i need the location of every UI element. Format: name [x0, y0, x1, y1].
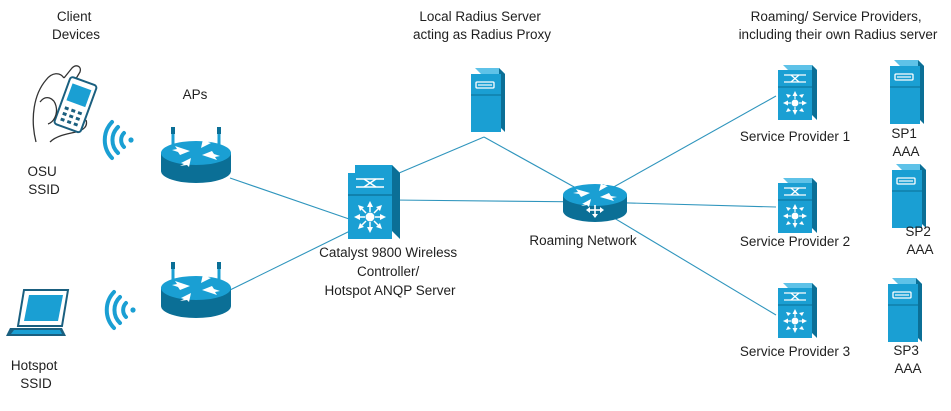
sp2-aaa-label: SP2 AAA — [905, 224, 934, 257]
link-wlc-roaming — [391, 199, 595, 203]
aps-label: APs — [183, 87, 208, 102]
wireless-router-icon — [159, 125, 233, 185]
roaming-providers-label: Roaming/ Service Providers, including th… — [739, 9, 938, 42]
sp3-aaa-server-icon — [887, 277, 923, 343]
sp2-label: Service Provider 2 — [740, 234, 850, 249]
hotspot-ssid-label: Hotspot SSID — [11, 358, 61, 391]
sp3-switch-icon — [777, 282, 818, 339]
wlc-label: Catalyst 9800 Wireless Controller/ Hotsp… — [319, 245, 461, 298]
server-tower-icon — [470, 67, 506, 133]
link-ap1-wlc — [229, 177, 353, 221]
link-ap2-wlc — [229, 229, 353, 291]
laptop-icon — [6, 289, 70, 336]
sp1-label: Service Provider 1 — [740, 129, 850, 144]
wireless-router-icon — [159, 260, 233, 320]
osu-ssid-label: OSU SSID — [27, 164, 60, 197]
client-devices-label: Client Devices — [52, 9, 100, 42]
handheld-device-icon — [32, 65, 98, 143]
sp2-switch-icon — [777, 177, 818, 234]
sp1-aaa-server-icon — [889, 59, 925, 125]
sp3-label: Service Provider 3 — [740, 344, 850, 359]
link-roaming-sp3 — [593, 205, 777, 316]
link-roaming-sp1 — [593, 95, 777, 199]
wifi-waves-icon — [104, 290, 138, 330]
radius-server-label: Local Radius Server acting as Radius Pro… — [413, 9, 551, 42]
sp1-switch-icon — [777, 64, 818, 121]
sp2-aaa-server-icon — [891, 163, 927, 229]
roaming-network-label: Roaming Network — [529, 233, 637, 248]
wifi-waves-icon — [102, 120, 136, 160]
sp1-aaa-label: SP1 AAA — [891, 126, 920, 159]
router-icon — [562, 182, 628, 223]
sp3-aaa-label: SP3 AAA — [893, 343, 922, 376]
link-wlc-radius — [391, 136, 485, 177]
layer3-switch-icon — [347, 164, 401, 240]
